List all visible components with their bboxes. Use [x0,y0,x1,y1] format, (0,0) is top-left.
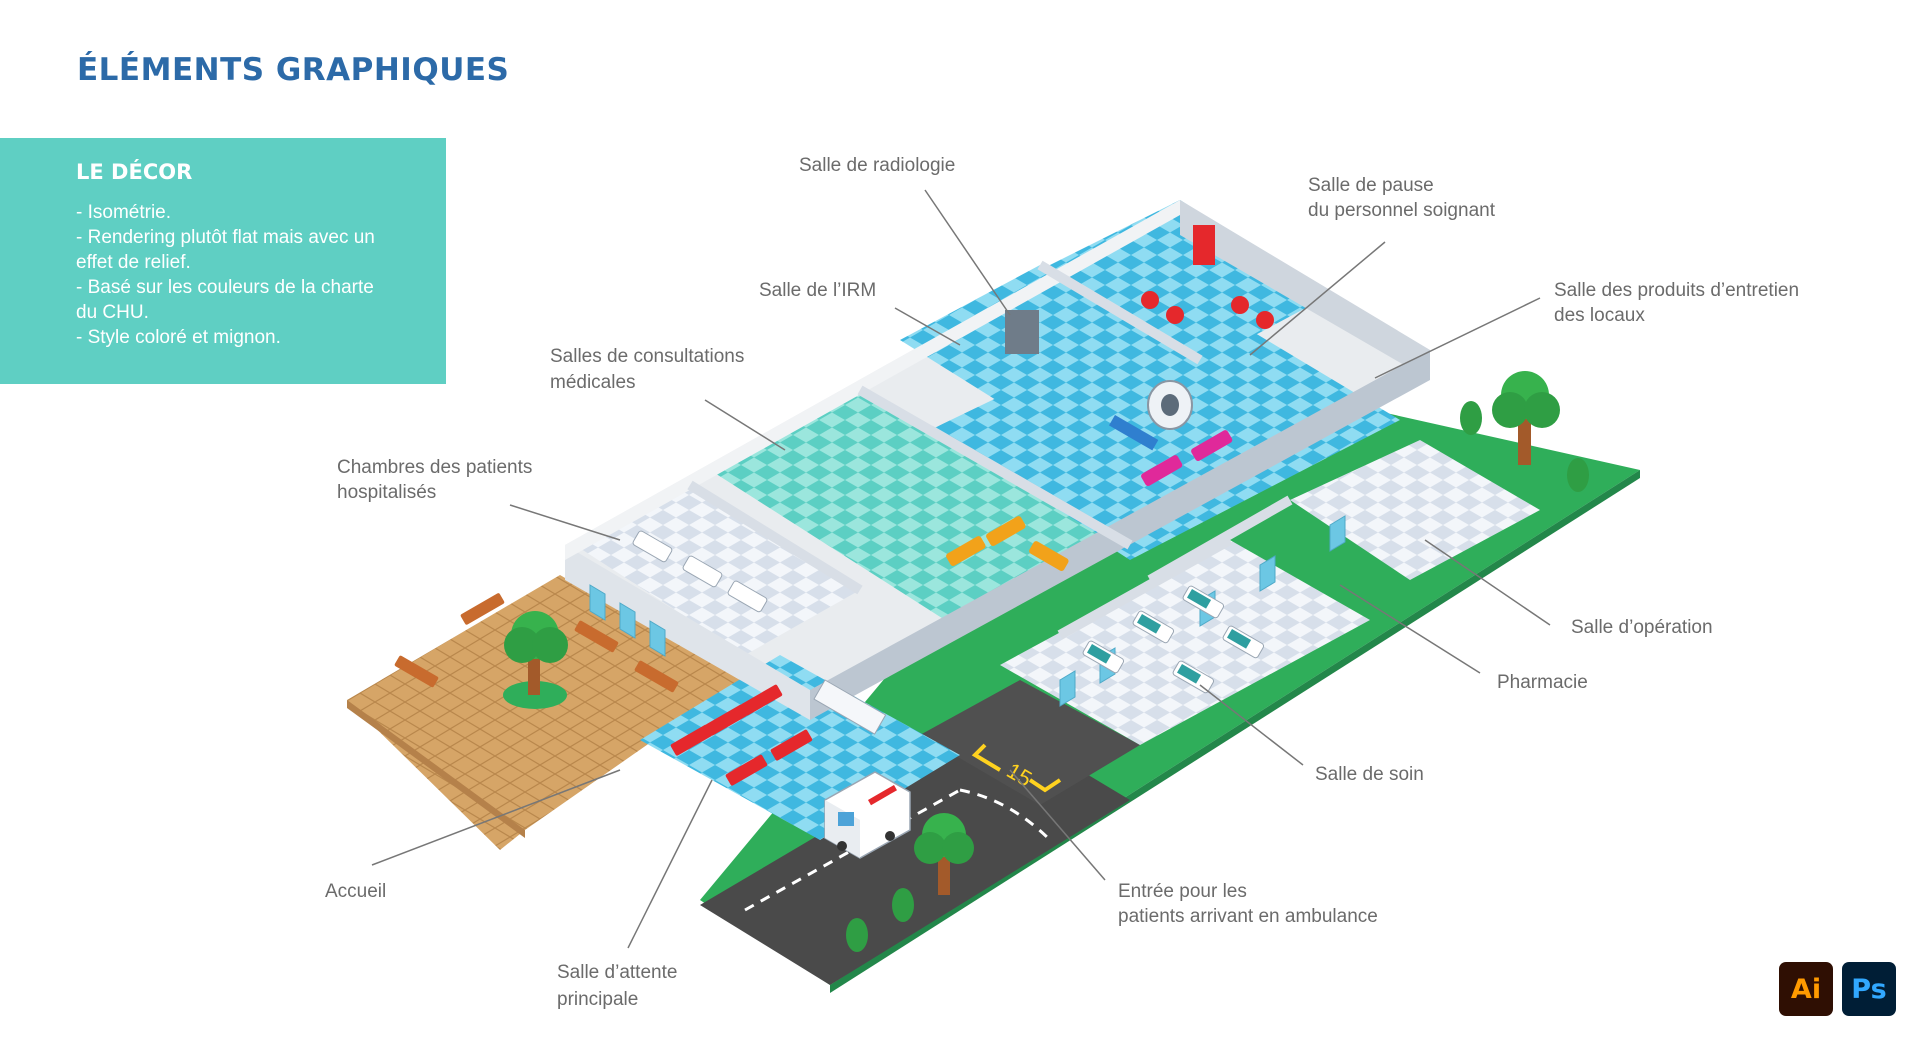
decor-list: - Isométrie. - Rendering plutôt flat mai… [76,200,416,350]
label-soin: Salle de soin [1315,764,1424,785]
decor-line: effet de relief. [76,252,191,273]
label-entretien-2: des locaux [1554,305,1645,326]
trees [503,371,1589,952]
decor-line: - Style coloré et mignon. [76,327,281,348]
reception-desk [813,679,887,735]
label-attente-1: Salle d’attente [557,962,678,983]
wall-left [565,545,810,720]
label-consult-2: médicales [550,372,636,393]
road-markings [744,788,961,912]
irm-machine [1109,380,1193,451]
plaza-edge [347,700,525,838]
interior-walls [687,260,1293,640]
plaza-floor [347,575,740,850]
label-irm: Salle de l’IRM [759,280,877,301]
floor-patient-rooms [575,485,860,655]
road-curve [959,788,1052,842]
decor-panel-title: LE DÉCOR [76,160,193,184]
xray-machine [1005,310,1039,354]
label-pause-1: Salle de pause [1308,175,1434,196]
label-entree-1: Entrée pour les [1118,881,1247,902]
decor-line: du CHU. [76,302,149,323]
wall-right [1180,200,1430,380]
label-consult-1: Salles de consultations [550,346,745,367]
label-radiologie: Salle de radiologie [799,155,956,176]
red-waiting-seats [670,684,813,786]
page-title: ÉLÉMENTS GRAPHIQUES [77,52,510,88]
lounge-chairs [1141,291,1274,329]
orange-sofas [946,516,1069,572]
label-pharmacie: Pharmacie [1497,672,1588,693]
decor-line: - Rendering plutôt flat mais avec un [76,227,375,248]
floor-care-room [1000,540,1370,745]
label-chambres-2: hospitalisés [337,482,437,503]
label-operation: Salle d’opération [1571,617,1713,638]
decor-line: - Basé sur les couleurs de la charte [76,277,374,298]
label-entretien-1: Salle des produits d’entretien [1554,280,1800,301]
grass-edge [830,470,1640,993]
parking-bracket [971,743,1062,793]
ambulance [824,771,911,859]
decor-line: - Isométrie. [76,202,172,223]
illustrator-icon: Ai [1779,962,1833,1016]
floor-consultations [710,390,1100,620]
photoshop-icon: Ps [1842,962,1896,1016]
label-chambres-1: Chambres des patients [337,457,533,478]
vending-machine [1193,225,1215,265]
bed-sheets [1087,589,1252,684]
floor-pharmacy-op [1290,440,1540,580]
label-attente-2: principale [557,989,639,1010]
pink-benches [1141,430,1233,487]
label-accueil: Accueil [325,881,387,902]
leader-lines [371,189,1551,949]
label-pause-2: du personnel soignant [1308,200,1495,221]
wall-back [565,200,1180,560]
decor-panel: LE DÉCOR - Isométrie. - Rendering plutôt… [0,138,446,384]
parking-area [920,680,1140,805]
label-entree-2: patients arrivant en ambulance [1118,906,1378,927]
plaza-benches [394,593,679,693]
